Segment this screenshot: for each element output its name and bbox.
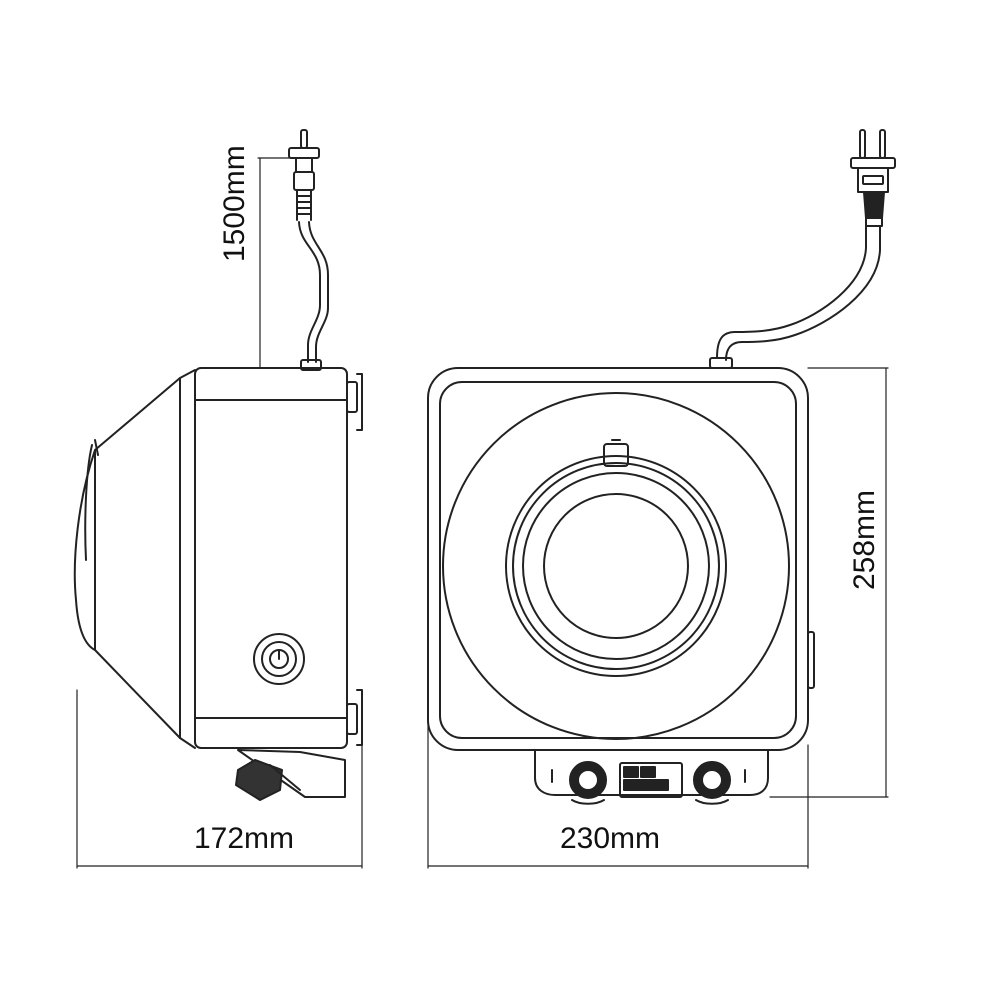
power-button-icon xyxy=(253,633,305,685)
side-view xyxy=(73,129,363,869)
side-cord xyxy=(298,221,329,363)
side-bottom-knob xyxy=(235,749,346,801)
side-width-label: 172mm xyxy=(194,822,295,855)
front-top-nub xyxy=(603,439,629,467)
front-body xyxy=(427,367,809,751)
front-height-label: 258mm xyxy=(848,489,881,590)
side-plug-icon xyxy=(288,129,320,221)
side-suction-cup-bottom xyxy=(346,689,363,746)
front-window xyxy=(543,493,689,639)
side-width-dimension-line xyxy=(76,689,363,869)
side-body xyxy=(194,367,348,749)
cord-length-label: 1500mm xyxy=(218,145,251,262)
front-side-switch xyxy=(807,631,815,689)
side-suction-cup-top xyxy=(346,373,363,431)
side-dome xyxy=(94,369,196,749)
front-width-label: 230mm xyxy=(560,822,661,855)
front-plug-icon xyxy=(850,129,896,227)
front-height-dimension-line xyxy=(769,367,889,798)
front-view xyxy=(427,129,896,869)
front-control-panel xyxy=(534,749,769,805)
front-ring-outer xyxy=(442,392,790,740)
front-width-dimension-line xyxy=(427,689,809,869)
front-cord xyxy=(716,225,881,361)
